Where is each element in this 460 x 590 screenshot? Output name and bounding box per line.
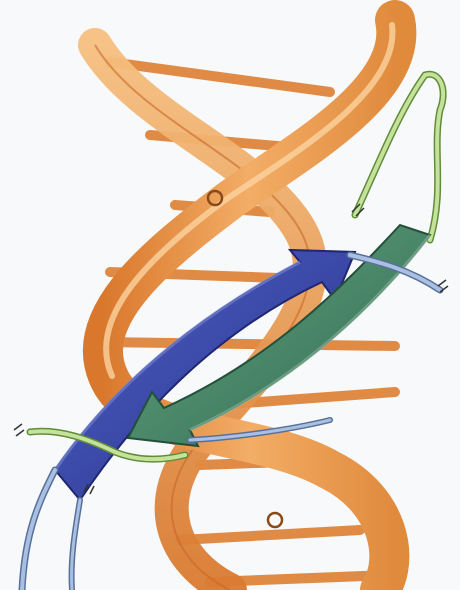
- base-pair: [100, 342, 395, 346]
